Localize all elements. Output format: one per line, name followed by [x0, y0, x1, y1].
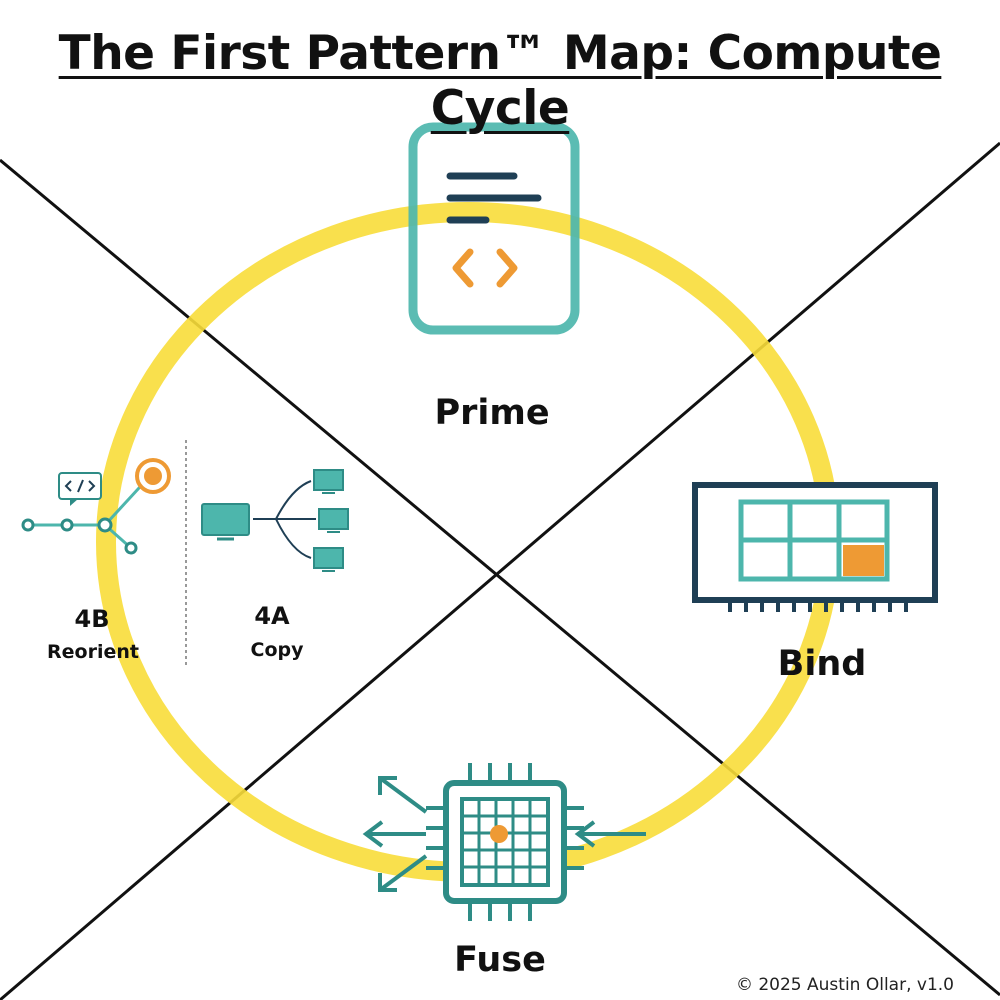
- fuse-label: Fuse: [454, 940, 546, 980]
- bind-label: Bind: [777, 644, 867, 684]
- prime-label: Prime: [434, 393, 550, 433]
- divider-line-ascending: [0, 141, 1000, 1000]
- processor-chip-icon: [362, 763, 646, 921]
- reorient-code-label: 4B: [74, 605, 110, 633]
- reorient-label: Reorient: [47, 641, 139, 663]
- code-document-icon: [408, 122, 580, 335]
- copyright-text: © 2025 Austin Ollar, v1.0: [735, 975, 954, 995]
- node-path-icon: [21, 458, 171, 555]
- copy-label: Copy: [250, 639, 304, 661]
- branching-monitors-icon: [201, 469, 349, 572]
- page-title: The First Pattern™ Map: Compute Cycle: [58, 26, 942, 136]
- copy-code-label: 4A: [254, 602, 290, 630]
- memory-grid-icon: [692, 482, 938, 612]
- divider-line-descending: [0, 158, 1000, 997]
